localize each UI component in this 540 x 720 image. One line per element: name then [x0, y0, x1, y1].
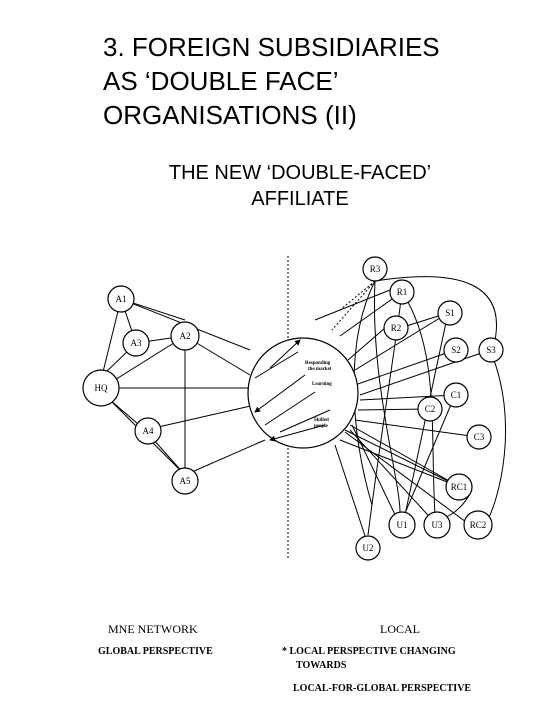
node-c3: C3	[466, 424, 492, 450]
node-hq: HQ	[82, 369, 120, 407]
diagram-subtitle: THE NEW ‘DOUBLE-FACED’ AFFILIATE	[100, 160, 500, 210]
node-a5: A5	[171, 467, 199, 495]
subtitle-line-1: THE NEW ‘DOUBLE-FACED’	[168, 162, 432, 184]
node-u3: U3	[423, 511, 451, 539]
node-r2-label: R2	[391, 323, 402, 333]
node-r3-label: R3	[370, 264, 381, 274]
node-s3-label: S3	[486, 345, 496, 355]
node-a4: A4	[134, 417, 162, 445]
circle-label-skilled-2: people	[314, 424, 329, 429]
node-a2-label: A2	[180, 331, 191, 341]
node-a5-label: A5	[180, 476, 191, 486]
node-s2-label: S2	[451, 345, 461, 355]
node-s1: S1	[437, 300, 463, 326]
node-a3: A3	[122, 329, 150, 357]
node-r2: R2	[383, 315, 409, 341]
node-u2: U2	[355, 535, 381, 561]
node-s1-label: S1	[445, 308, 455, 318]
circle-label-responding-2: the market	[308, 367, 332, 372]
node-c2: C2	[417, 396, 443, 422]
node-rc2-label: RC2	[470, 520, 487, 530]
local-network-links	[314, 276, 507, 546]
circle-label-skilled-1: Skilled	[314, 418, 329, 423]
node-a1-label: A1	[116, 294, 127, 304]
node-rc1-label: RC1	[451, 482, 468, 492]
title-line-2: AS ‘DOUBLE FACE’	[103, 66, 339, 96]
footer-left-sub: GLOBAL PERSPECTIVE	[98, 646, 213, 657]
node-u2-label: U2	[363, 543, 374, 553]
node-s3: S3	[478, 337, 504, 363]
node-u1-label: U1	[397, 520, 408, 530]
node-u1: U1	[388, 511, 416, 539]
subtitle-line-2: AFFILIATE	[251, 188, 349, 210]
node-a2: A2	[170, 321, 200, 351]
node-r1-label: R1	[397, 287, 408, 297]
title-line-1: 3. FOREIGN SUBSIDIARIES	[103, 32, 440, 62]
footer-left-heading: MNE NETWORK	[108, 622, 198, 636]
footer-right-line-2: TOWARDS	[296, 660, 347, 671]
node-hq-label: HQ	[95, 383, 108, 393]
affiliate-circle: Responding the market Learning Skilled p…	[247, 337, 359, 449]
node-a1: A1	[107, 285, 135, 313]
node-a4-label: A4	[143, 426, 154, 436]
node-r1: R1	[389, 279, 415, 305]
circle-label-responding-1: Responding	[305, 361, 331, 366]
node-u3-label: U3	[432, 520, 443, 530]
node-a3-label: A3	[131, 338, 142, 348]
node-rc1: RC1	[445, 473, 473, 501]
node-c3-label: C3	[474, 432, 485, 442]
footer-right-line-1: * LOCAL PERSPECTIVE CHANGING	[282, 646, 456, 657]
title-line-3: ORGANISATIONS (II)	[103, 100, 357, 130]
node-c1-label: C1	[451, 390, 462, 400]
node-rc2: RC2	[463, 510, 493, 540]
slide-title: 3. FOREIGN SUBSIDIARIES AS ‘DOUBLE FACE’…	[103, 30, 523, 132]
local-network-nodes: R3 R1 R2 S1 S2 S3 C1 C2	[355, 256, 504, 561]
node-c1: C1	[443, 382, 469, 408]
mne-network-nodes: A1 A3 A2 HQ A4 A5	[82, 285, 200, 495]
node-r3: R3	[362, 256, 388, 282]
node-c2-label: C2	[425, 404, 436, 414]
node-s2: S2	[443, 337, 469, 363]
circle-label-learning: Learning	[312, 382, 332, 387]
footer-right-line-3: LOCAL-FOR-GLOBAL PERSPECTIVE	[293, 683, 472, 694]
footer-right-heading: LOCAL	[380, 622, 420, 636]
